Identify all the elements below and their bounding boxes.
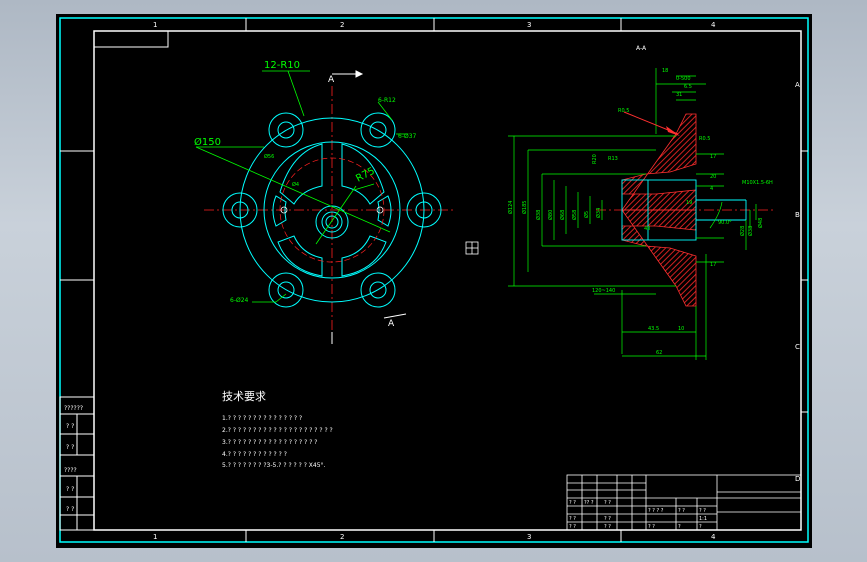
inner-label: Ø28 (739, 226, 746, 236)
callout-d56: Ø56 (264, 153, 274, 160)
dim-bottom: 43.5 (648, 326, 659, 332)
dim-right: 4 (710, 186, 713, 192)
tb-cell: ? ? (569, 516, 576, 522)
tb-cell: ? ? (678, 508, 685, 514)
dim-right: 17 (710, 154, 716, 160)
dim-top: 18 (662, 68, 668, 74)
note-line: 2.? ? ? ? ? ? ? ? ? ? ? ? ? ? ? ? ? ? ? … (222, 427, 333, 434)
left-strip-table: ?????? ? ? ? ? ???? ? ? ? ? (59, 396, 95, 531)
tb-cell: ? ? (604, 516, 611, 522)
strip-label: ???? (64, 467, 77, 474)
col-label-4: 4 (711, 21, 716, 29)
tb-cell: ? ? (648, 524, 655, 530)
dim-left: Ø124 (507, 201, 514, 214)
callout-d24: 6-Ø24 (230, 297, 249, 304)
front-view: 12-R10 Ø150 R75 6-R12 6-Ø37 6-Ø24 Ø56 Ø4… (194, 60, 479, 344)
dim-left: Ø48 (757, 218, 764, 228)
note-line: 1.? ? ? ? ? ? ? ? ? ? ? ? ? ? ? (222, 415, 302, 422)
technical-notes: 技术要求 1.? ? ? ? ? ? ? ? ? ? ? ? ? ? ? 2.?… (222, 390, 333, 469)
row-label-a: A (795, 81, 800, 89)
tb-cell: ? (699, 524, 702, 530)
dim-left: Ø38 (535, 210, 542, 220)
title-block-text: ? ? ?? ? ? ? ? ? ? ? ? ? ? ? ? ? ? ? 1:1… (569, 500, 707, 530)
dim-chamfer: 120~140 (592, 288, 615, 294)
callout-d37: 6-Ø37 (398, 133, 417, 140)
callout-pcd: Ø4 (292, 181, 299, 188)
note-line: 3.? ? ? ? ? ? ? ? ? ? ? ? ? ? ? ? ? ? (222, 439, 317, 446)
dim-angle: 90.0° (718, 220, 732, 226)
col-label-2: 2 (340, 21, 344, 29)
title-block (566, 474, 802, 531)
strip-label: ? ? (66, 423, 74, 430)
dim-right: 20 (710, 174, 716, 180)
dim-thread: M10X1.5-6H (742, 180, 773, 186)
col-label-2b: 2 (340, 533, 344, 541)
tb-cell: ? ? (604, 524, 611, 530)
inner-label: 40 (644, 226, 650, 232)
dim-left: Ø68 (559, 210, 566, 220)
note-line: 5.? ? ? ? ? ? ? ?3-5.? ? ? ? ? ? X45°. (222, 462, 326, 469)
strip-label: ?????? (64, 405, 83, 412)
col-label-3b: 3 (527, 533, 531, 541)
row-label-d: D (795, 475, 800, 483)
col-label-1b: 1 (153, 533, 157, 541)
tb-cell: 1:1 (699, 516, 707, 522)
col-label-4b: 4 (711, 533, 716, 541)
dim-bottom: 62 (656, 350, 662, 356)
section-symbol-icon (465, 241, 479, 255)
corner-box (93, 30, 169, 48)
dim-top: 6.5 (684, 84, 692, 90)
zone-ticks-top (60, 18, 808, 542)
section-view: A-A (507, 45, 776, 360)
tb-cell: ? ? (569, 524, 576, 530)
note-line: 4.? ? ? ? ? ? ? ? ? ? ? ? (222, 451, 287, 458)
inner-label: R20 (592, 154, 598, 164)
tb-cell: ? (678, 524, 681, 530)
callout-holes: 12-R10 (264, 60, 300, 71)
tb-cell: ?? ? (584, 500, 594, 506)
section-mark-bottom: A (388, 319, 395, 329)
cad-viewport[interactable]: 1 2 3 4 1 2 3 4 A B C D ?????? ? ? ? ? ?… (56, 14, 812, 548)
strip-label: ? ? (66, 486, 74, 493)
callout-large-dia: Ø150 (194, 136, 221, 148)
section-mark-top: A (328, 75, 335, 85)
dim-top: 31 (676, 92, 682, 98)
dim-right: R0.5 (618, 108, 629, 114)
col-label-3: 3 (527, 21, 531, 29)
dim-right: 17 (710, 262, 716, 268)
dim-bottom: 10 (678, 326, 684, 332)
inner-label: R13 (608, 156, 618, 162)
notes-heading: 技术要求 (222, 390, 266, 403)
tb-cell: ? ? ? ? (648, 508, 664, 514)
tb-cell: ? ? (604, 500, 611, 506)
dim-top: 0-500 (676, 76, 691, 82)
callout-r12: 6-R12 (378, 97, 396, 104)
col-label-1: 1 (153, 21, 157, 29)
section-title: A-A (636, 45, 647, 52)
dim-left: Ø5 (583, 211, 590, 218)
dim-left: Ø185 (521, 201, 528, 214)
row-label-b: B (795, 211, 800, 219)
inner-label: R0.5 (699, 136, 710, 142)
dim-left: Ø58 (571, 210, 578, 220)
strip-label: ? ? (66, 444, 74, 451)
dim-left: Ø34 (595, 208, 602, 218)
strip-label: ? ? (66, 506, 74, 513)
row-label-c: C (795, 343, 800, 351)
dim-left: Ø80 (547, 210, 554, 220)
zone-labels: 1 2 3 4 1 2 3 4 A B C D (153, 21, 800, 541)
tb-cell: ? ? (569, 500, 576, 506)
dim-right: 19 (686, 200, 692, 206)
tb-cell: ? ? (699, 508, 706, 514)
drawing-canvas[interactable]: 1 2 3 4 1 2 3 4 A B C D ?????? ? ? ? ? ?… (56, 14, 812, 548)
inner-label: Ø38 (747, 226, 754, 236)
